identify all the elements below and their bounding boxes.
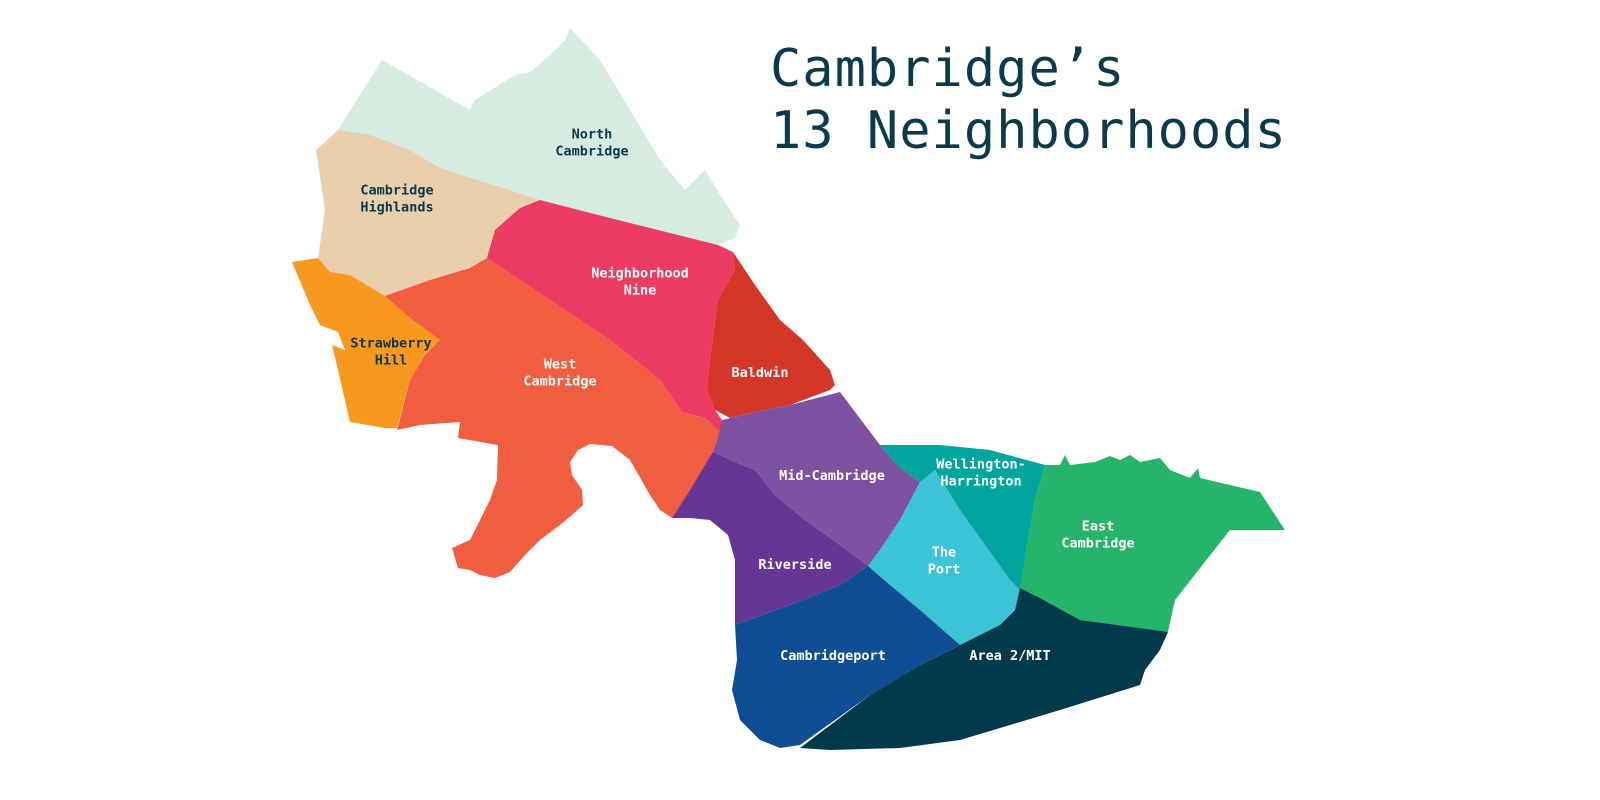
region-riverside[interactable] (672, 452, 868, 625)
label-line: Cambridge (360, 183, 433, 199)
region-east-cambridge[interactable] (1020, 455, 1285, 632)
label-line: Cambridgeport (780, 648, 886, 664)
label-line: Wellington- (936, 457, 1025, 473)
region-wellington-harrington[interactable] (880, 445, 1045, 590)
label-line: Mid-Cambridge (779, 468, 885, 484)
label-line: Area 2/MIT (969, 648, 1050, 664)
label-line: Port (928, 562, 961, 578)
region-neighborhood-nine[interactable] (487, 200, 735, 432)
label-line: Highlands (360, 200, 433, 216)
label-riverside: Riverside (758, 557, 831, 573)
region-area-2-mit[interactable] (800, 588, 1168, 750)
label-line: Strawberry (350, 336, 431, 352)
map-title: Cambridge’s 13 Neighborhoods (770, 38, 1287, 162)
title-line-1: Cambridge’s (770, 39, 1126, 99)
region-cambridgeport[interactable] (732, 566, 960, 748)
label-mid-cambridge: Mid-Cambridge (779, 468, 885, 484)
title-line-2: 13 Neighborhoods (770, 101, 1287, 161)
label-cambridgeport: Cambridgeport (780, 648, 886, 664)
label-line: Harrington (940, 474, 1021, 490)
label-baldwin: Baldwin (732, 365, 789, 381)
label-line: Cambridge (523, 374, 596, 390)
label-line: Nine (624, 283, 657, 299)
label-line: Baldwin (732, 365, 789, 381)
region-baldwin[interactable] (707, 252, 835, 418)
label-area-2-mit: Area 2/MIT (969, 648, 1050, 664)
region-cambridge-highlands[interactable] (316, 130, 540, 296)
region-north-cambridge[interactable] (338, 28, 740, 245)
label-line: Cambridge (555, 144, 628, 160)
label-line: Hill (375, 353, 408, 369)
region-mid-cambridge[interactable] (713, 392, 920, 566)
region-strawberry-hill[interactable] (292, 258, 440, 428)
label-wellington-harrington: Wellington-Harrington (936, 457, 1025, 490)
label-line: Cambridge (1061, 536, 1134, 552)
region-west-cambridge[interactable] (385, 258, 720, 578)
label-line: West (544, 357, 577, 373)
label-line: Neighborhood (591, 266, 689, 282)
region-the-port[interactable] (868, 470, 1020, 645)
label-line: North (572, 127, 613, 143)
label-line: East (1082, 519, 1115, 535)
label-line: The (932, 545, 956, 561)
regions (292, 28, 1285, 750)
label-line: Riverside (758, 557, 831, 573)
